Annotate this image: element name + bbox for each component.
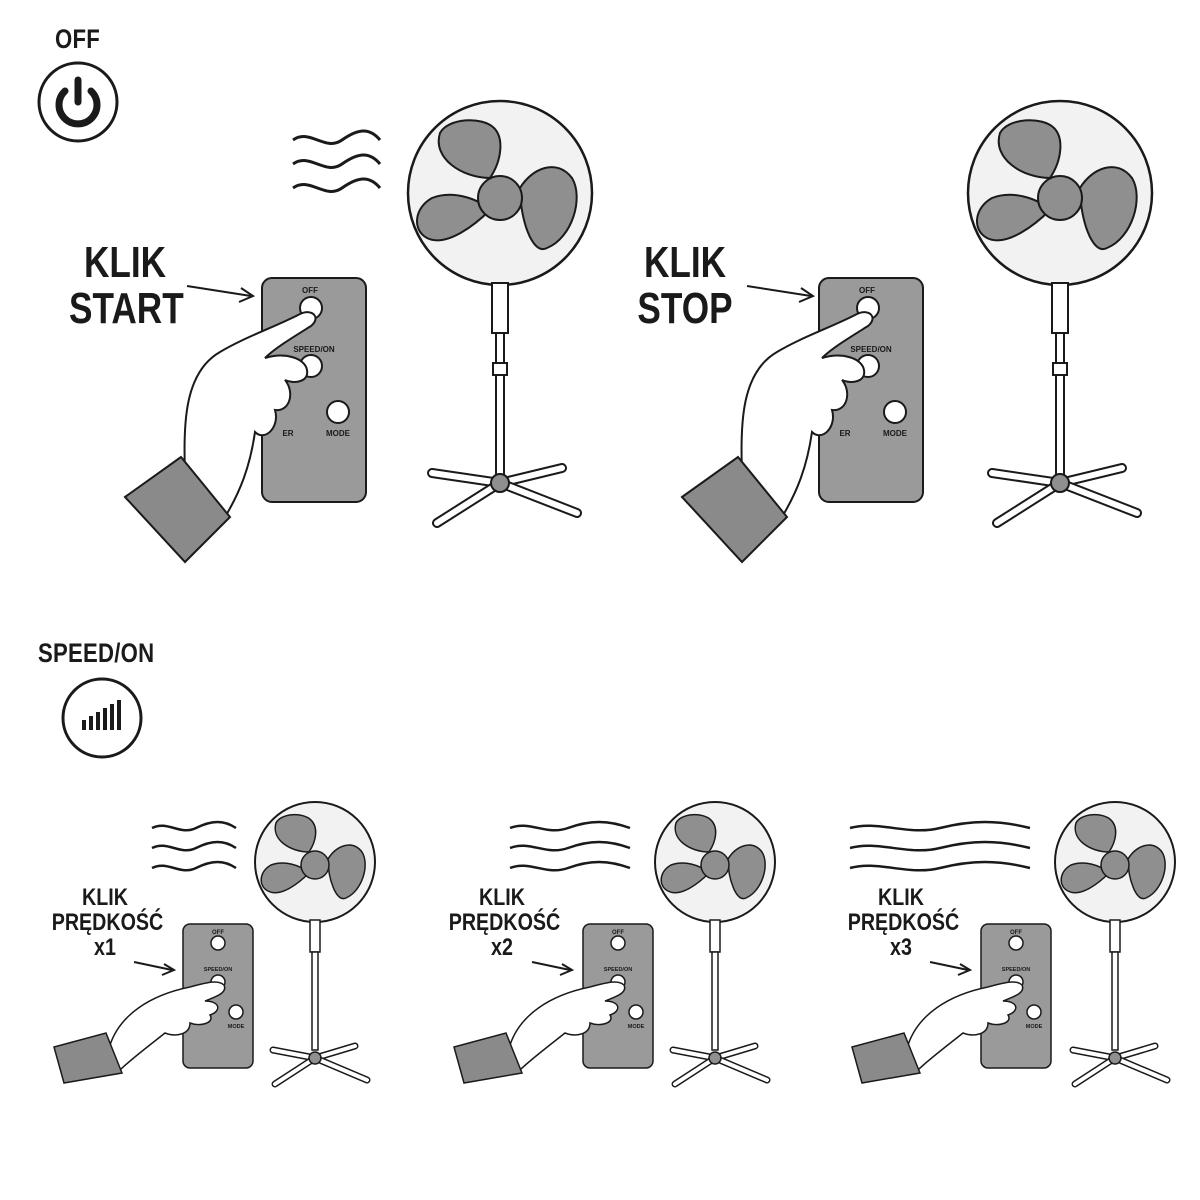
svg-text:MODE: MODE bbox=[1026, 1024, 1043, 1030]
svg-text:OFF: OFF bbox=[612, 930, 624, 936]
svg-text:MODE: MODE bbox=[326, 429, 351, 438]
svg-text:OFF: OFF bbox=[212, 930, 224, 936]
speed-section-label: SPEED/ON bbox=[38, 638, 155, 668]
arrow-to-speed-button bbox=[531, 961, 575, 976]
svg-text:SPEED/ON: SPEED/ON bbox=[293, 345, 335, 354]
hand-pressing bbox=[123, 311, 317, 564]
klik-start-label: KLIK START bbox=[69, 238, 184, 333]
klik-speed-x3-label: KLIK PRĘDKOŚĆ x3 bbox=[847, 884, 960, 961]
svg-text:ER: ER bbox=[282, 429, 293, 438]
speed-bars-icon bbox=[61, 677, 143, 759]
svg-text:MODE: MODE bbox=[883, 429, 908, 438]
arrow-to-off-button bbox=[746, 285, 816, 303]
hand-pressing bbox=[851, 981, 1024, 1084]
stand-fan bbox=[254, 801, 376, 1088]
hand-pressing bbox=[453, 981, 626, 1084]
hand-pressing bbox=[680, 311, 874, 564]
svg-text:OFF: OFF bbox=[859, 286, 875, 295]
arrow-to-speed-button bbox=[929, 961, 973, 976]
svg-text:OFF: OFF bbox=[302, 286, 318, 295]
power-icon bbox=[37, 61, 119, 143]
hand-pressing bbox=[53, 981, 226, 1084]
stand-fan bbox=[966, 99, 1154, 528]
air-wave-icon bbox=[292, 129, 382, 193]
air-wave-icon bbox=[509, 820, 631, 872]
svg-text:ER: ER bbox=[839, 429, 850, 438]
svg-text:SPEED/ON: SPEED/ON bbox=[850, 345, 892, 354]
off-section-label: OFF bbox=[55, 24, 101, 54]
stand-fan bbox=[1054, 801, 1176, 1088]
svg-text:MODE: MODE bbox=[228, 1024, 245, 1030]
svg-text:SPEED/ON: SPEED/ON bbox=[604, 967, 632, 973]
arrow-to-speed-button bbox=[133, 961, 177, 976]
air-wave-icon bbox=[151, 820, 237, 872]
klik-speed-x2-label: KLIK PRĘDKOŚĆ x2 bbox=[448, 884, 561, 961]
svg-text:SPEED/ON: SPEED/ON bbox=[204, 967, 232, 973]
stand-fan bbox=[406, 99, 594, 528]
svg-text:OFF: OFF bbox=[1010, 930, 1022, 936]
svg-text:MODE: MODE bbox=[628, 1024, 645, 1030]
stand-fan bbox=[654, 801, 776, 1088]
klik-stop-label: KLIK STOP bbox=[637, 238, 733, 333]
arrow-to-off-button bbox=[186, 285, 256, 303]
air-wave-icon bbox=[849, 820, 1031, 872]
klik-speed-x1-label: KLIK PRĘDKOŚĆ x1 bbox=[51, 884, 164, 961]
svg-text:SPEED/ON: SPEED/ON bbox=[1002, 967, 1030, 973]
